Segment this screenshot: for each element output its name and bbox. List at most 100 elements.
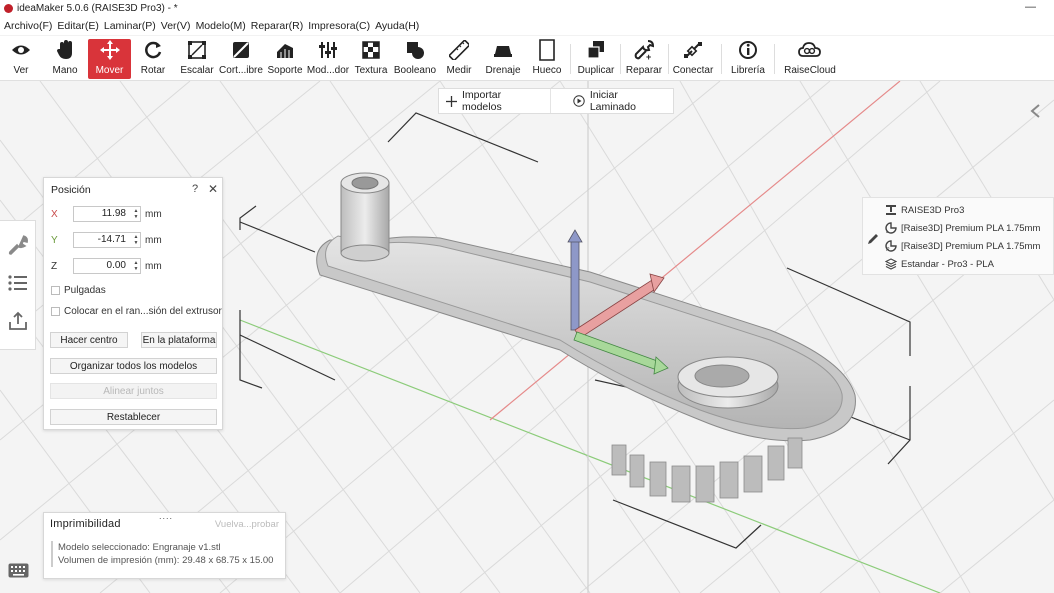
move-arrows-icon [99,39,121,61]
menu-impresora[interactable]: Impresora(C) [308,20,371,32]
filament-left-row: L [Raise3D] Premium PLA 1.75mm [885,222,1040,234]
duplicate-button[interactable]: Duplicar [576,39,616,79]
z-position-input[interactable]: 0.00 [73,258,141,274]
wrench-icon[interactable] [6,233,30,257]
support-icon [275,39,295,61]
cut-button[interactable]: Cort...ibre [218,39,264,79]
place-extruder-label: Colocar en el ran...sión del extrusor [64,306,222,317]
menu-editar[interactable]: Editar(E) [57,20,99,32]
toolbar-separator [721,44,722,74]
list-icon[interactable] [6,271,30,295]
top-action-bar: Importar modelos Iniciar Laminado [438,88,674,114]
texture-button[interactable]: Textura [354,39,388,79]
svg-text:R: R [886,247,890,252]
x-label: X [51,209,58,220]
drain-button[interactable]: Drenaje [484,39,522,79]
measure-button[interactable]: Medir [443,39,475,79]
profile-name: Estandar - Pro3 - PLA [901,258,994,270]
layers-icon [885,258,897,270]
start-slicing-button[interactable]: Iniciar Laminado [549,89,673,113]
keyboard-icon[interactable] [8,563,29,578]
reset-button[interactable]: Restablecer [50,409,217,425]
z-arrow-handle[interactable] [570,239,580,331]
upload-icon[interactable] [6,309,30,333]
print-volume-text: Volumen de impresión (mm): 29.48 x 68.75… [58,555,274,566]
ruler-icon [449,39,469,61]
library-button[interactable]: Librería [728,39,768,79]
minimize-button[interactable]: — [1025,1,1036,13]
x-axis-line [489,81,901,421]
scale-button[interactable]: Escalar [180,39,214,79]
toolbar-separator [570,44,571,74]
duplicate-icon [586,39,606,61]
y-spinner[interactable]: ▲▼ [133,234,139,246]
selected-model-text: Modelo seleccionado: Engranaje v1.stl [58,542,221,553]
printability-details: Modelo seleccionado: Engranaje v1.stl Vo… [51,541,273,567]
edit-pencil-icon[interactable] [867,233,879,248]
modifier-button[interactable]: Mod...dor [306,39,350,79]
place-extruder-checkbox[interactable] [51,307,60,316]
support-button[interactable]: Soporte [267,39,303,79]
cloud-icon [798,39,822,61]
connect-button[interactable]: Conectar [672,39,714,79]
position-panel-title: Posición [51,184,91,196]
toolbar-separator [620,44,621,74]
inches-checkbox-row[interactable]: Pulgadas [51,285,106,296]
hollow-button[interactable]: Hueco [530,39,564,79]
x-spinner[interactable]: ▲▼ [133,208,139,220]
drain-icon [493,39,513,61]
menu-modelo[interactable]: Modelo(M) [195,20,246,32]
pan-button[interactable]: Mano [48,39,82,79]
menu-laminar[interactable]: Laminar(P) [103,20,156,32]
menu-reparar[interactable]: Reparar(R) [250,20,304,32]
3d-viewport[interactable] [0,81,1054,593]
toolbar-separator [774,44,775,74]
import-models-label: Importar modelos [462,89,502,113]
inches-label: Pulgadas [64,285,106,296]
hollow-icon [537,39,557,61]
boolean-button[interactable]: Booleano [393,39,437,79]
wrench-icon: + [634,39,654,61]
printer-info-panel[interactable]: RAISE3D Pro3 L [Raise3D] Premium PLA 1.7… [862,197,1054,275]
x-position-input[interactable]: 11.98 [73,206,141,222]
menu-ver[interactable]: Ver(V) [160,20,191,32]
close-icon[interactable]: ✕ [208,182,219,196]
start-slicing-label: Iniciar Laminado [589,89,636,113]
menu-bar: Archivo(F) Editar(E) Laminar(P) Ver(V) M… [0,17,1054,35]
z-spinner[interactable]: ▲▼ [133,260,139,272]
raisecloud-button[interactable]: RaiseCloud [784,39,836,79]
repair-button[interactable]: + Reparar [624,39,664,79]
printability-panel: .... Imprimibilidad Vuelva...probar Mode… [43,511,286,579]
rotate-button[interactable]: Rotar [137,39,169,79]
toolbar-separator [668,44,669,74]
center-button[interactable]: Hacer centro [50,332,128,348]
connect-icon [683,39,703,61]
import-models-button[interactable]: Importar modelos [439,89,550,113]
align-together-button[interactable]: Alinear juntos [50,383,217,399]
drag-handle[interactable]: .... [159,511,174,521]
plus-icon [446,95,457,107]
arrange-all-button[interactable]: Organizar todos los modelos [50,358,217,374]
rotate-icon [143,39,163,61]
move-button[interactable]: Mover [88,39,131,79]
chevron-left-icon[interactable] [1029,103,1043,122]
y-position-input[interactable]: -14.71 [73,232,141,248]
y-unit: mm [145,235,162,246]
move-gizmo[interactable] [567,229,669,375]
filament-right-row: R [Raise3D] Premium PLA 1.75mm [885,240,1040,252]
svg-text:L: L [886,229,889,234]
sliders-icon [318,39,338,61]
inches-checkbox[interactable] [51,286,60,295]
help-button[interactable]: ? [192,183,199,195]
on-platform-button[interactable]: En la plataforma [141,332,217,348]
position-panel: Posición ? ✕ X 11.98 ▲▼ mm Y -14.71 ▲▼ m… [43,177,223,430]
x-unit: mm [145,209,162,220]
view-button[interactable]: Ver [4,39,38,79]
place-extruder-checkbox-row[interactable]: Colocar en el ran...sión del extrusor [51,306,222,317]
app-logo-icon [4,4,13,13]
menu-ayuda[interactable]: Ayuda(H) [375,20,420,32]
printer-name: RAISE3D Pro3 [901,204,965,216]
build-plate-scene[interactable] [0,81,1054,593]
retry-button[interactable]: Vuelva...probar [214,519,279,530]
menu-archivo[interactable]: Archivo(F) [4,20,53,32]
